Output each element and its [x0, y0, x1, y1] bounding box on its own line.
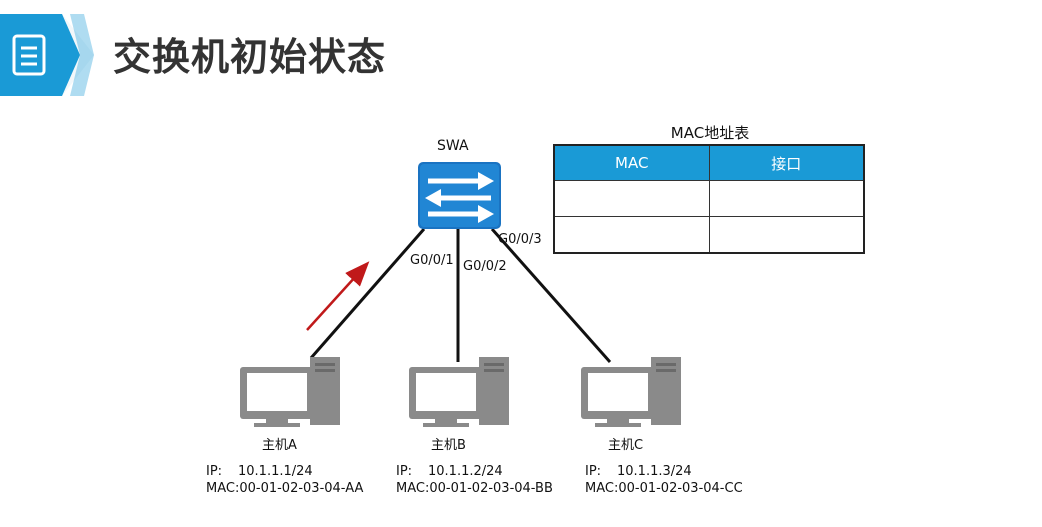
- computer-icon-b: [409, 357, 509, 427]
- switch-name: SWA: [437, 138, 469, 154]
- host-b-ip: 10.1.1.2/24: [428, 464, 503, 479]
- traffic-arrow: [306, 261, 370, 331]
- mac-table-title: MAC地址表: [670, 124, 750, 142]
- table-cell: [553, 216, 710, 254]
- mac-column-header: MAC: [553, 144, 710, 181]
- ip-label: IP:: [585, 464, 602, 479]
- table-cell: [553, 180, 710, 217]
- header-banner: [0, 14, 94, 96]
- port-label-g0-0-3: G0/0/3: [498, 232, 542, 247]
- host-a-mac: MAC:00-01-02-03-04-AA: [206, 481, 364, 496]
- table-row: [553, 216, 865, 254]
- host-b-name: 主机B: [431, 438, 466, 453]
- port-label-g0-0-1: G0/0/1: [410, 253, 454, 268]
- table-cell: [708, 180, 865, 217]
- document-icon: [12, 34, 46, 76]
- interface-column-header: 接口: [708, 144, 865, 181]
- port-label-g0-0-2: G0/0/2: [463, 259, 507, 274]
- computer-icon-a: [240, 357, 340, 427]
- host-b-info: IP: 10.1.1.2/24 MAC:00-01-02-03-04-BB: [396, 463, 553, 497]
- ip-label: IP:: [396, 464, 413, 479]
- host-c-name: 主机C: [608, 438, 644, 453]
- host-a-info: IP: 10.1.1.1/24 MAC:00-01-02-03-04-AA: [206, 463, 363, 497]
- computer-icon-c: [581, 357, 681, 427]
- table-row: [553, 180, 865, 217]
- host-a-ip: 10.1.1.1/24: [238, 464, 313, 479]
- host-b-mac: MAC:00-01-02-03-04-BB: [396, 481, 553, 496]
- link-a: [309, 228, 426, 359]
- switch-icon: [418, 162, 501, 229]
- host-c-ip: 10.1.1.3/24: [617, 464, 692, 479]
- ip-label: IP:: [206, 464, 223, 479]
- link-c: [490, 228, 612, 363]
- page-title: 交换机初始状态: [113, 35, 387, 79]
- mac-address-table: MAC 接口: [553, 144, 865, 254]
- host-c-mac: MAC:00-01-02-03-04-CC: [585, 481, 743, 496]
- host-c-info: IP: 10.1.1.3/24 MAC:00-01-02-03-04-CC: [585, 463, 743, 497]
- host-a-name: 主机A: [262, 438, 297, 453]
- table-cell: [708, 216, 865, 254]
